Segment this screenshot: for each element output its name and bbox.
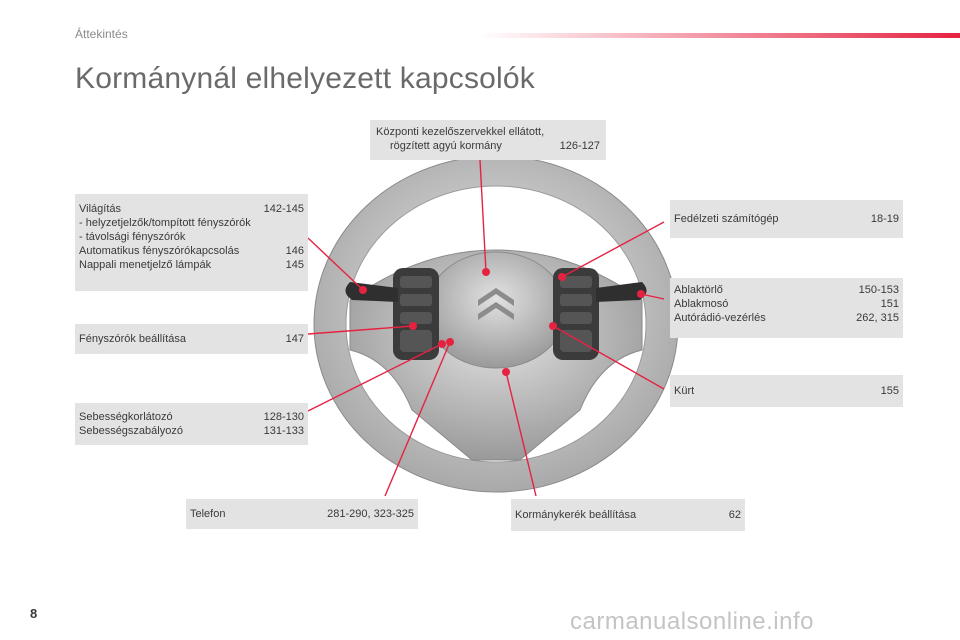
page-title: Kormánynál elhelyezett kapcsolók (75, 62, 535, 95)
wipers-row-page: 262, 315 (856, 312, 899, 324)
phone-page: 281-290, 323-325 (327, 508, 414, 520)
wipers-row: Autórádió-vezérlés 262, 315 (674, 311, 899, 325)
lighting-row-page: 146 (285, 245, 304, 257)
callout-trip-computer: Fedélzeti számítógép 18-19 (670, 200, 903, 238)
wipers-row-label: Autórádió-vezérlés (674, 312, 766, 324)
callout-phone: Telefon 281-290, 323-325 (186, 499, 418, 529)
lighting-row-label: - helyzetjelzők/tompított fényszórók (79, 217, 251, 229)
callout-wipers: Ablaktörlő 150-153 Ablakmosó 151 Autórádió… (670, 278, 903, 338)
header-accent-bar (480, 33, 960, 38)
callout-headlamp-adjust: Fényszórók beállítása 147 (75, 324, 308, 354)
lighting-row-label: Automatikus fényszórókapcsolás (79, 245, 240, 257)
callout-lighting: Világítás 142-145 - helyzetjelzők/tompíto… (75, 194, 308, 291)
callout-central-wheel: Központi kezelőszervekkel ellátott, rögz… (370, 120, 606, 160)
central-line1: Központi kezelőszervekkel ellátott, (376, 126, 545, 138)
callout-horn: Kürt 155 (670, 375, 903, 407)
callout-speed: Sebességkorlátozó 128-130 Sebességszabály… (75, 403, 308, 445)
trip-computer-page: 18-19 (870, 213, 899, 225)
lighting-row: Automatikus fényszórókapcsolás 146 (79, 244, 304, 258)
wipers-row: Ablaktörlő 150-153 (674, 283, 899, 297)
horn-page: 155 (880, 385, 899, 397)
wipers-row: Ablakmosó 151 (674, 297, 899, 311)
lighting-row-page: 142-145 (263, 203, 304, 215)
phone-label: Telefon (190, 508, 226, 520)
wipers-row-page: 151 (880, 298, 899, 310)
central-line2: rögzített agyú kormány (390, 140, 502, 152)
speed-row-label: Sebességkorlátozó (79, 411, 173, 423)
callout-wheel-adjust: Kormánykerék beállítása 62 (511, 499, 745, 531)
speed-row-page: 128-130 (263, 411, 304, 423)
headlamp-adjust-page: 147 (285, 333, 304, 345)
lighting-row-page: 145 (285, 259, 304, 271)
lighting-row: - helyzetjelzők/tompított fényszórók (79, 216, 304, 230)
right-stalk (596, 282, 647, 302)
speed-row-label: Sebességszabályozó (79, 425, 183, 437)
speed-row-page: 131-133 (263, 425, 304, 437)
speed-row: Sebességszabályozó 131-133 (79, 424, 304, 438)
watermark: carmanualsonline.info (570, 608, 814, 635)
speed-row: Sebességkorlátozó 128-130 (79, 410, 304, 424)
wipers-row-label: Ablaktörlő (674, 284, 723, 296)
central-page: 126-127 (559, 140, 600, 152)
lighting-row: Nappali menetjelző lámpák 145 (79, 258, 304, 272)
section-label: Áttekintés (75, 27, 128, 41)
wheel-adjust-page: 62 (728, 509, 741, 521)
callout-dots (359, 268, 645, 376)
lighting-row-label: Nappali menetjelző lámpák (79, 259, 212, 271)
headlamp-adjust-label: Fényszórók beállítása (79, 333, 186, 345)
lighting-row-label: - távolsági fényszórók (79, 231, 186, 243)
left-stalk (345, 282, 398, 302)
trip-computer-label: Fedélzeti számítógép (674, 213, 779, 225)
brand-logo (478, 288, 514, 320)
wipers-row-label: Ablakmosó (674, 298, 729, 310)
lighting-row: - távolsági fényszórók (79, 230, 304, 244)
horn-label: Kürt (674, 385, 695, 397)
lighting-row: Világítás 142-145 (79, 202, 304, 216)
wipers-row-page: 150-153 (858, 284, 899, 296)
wheel-adjust-label: Kormánykerék beállítása (515, 509, 637, 521)
page-number: 8 (30, 606, 38, 621)
lighting-row-label: Világítás (79, 203, 121, 215)
callout-lines (307, 159, 665, 497)
